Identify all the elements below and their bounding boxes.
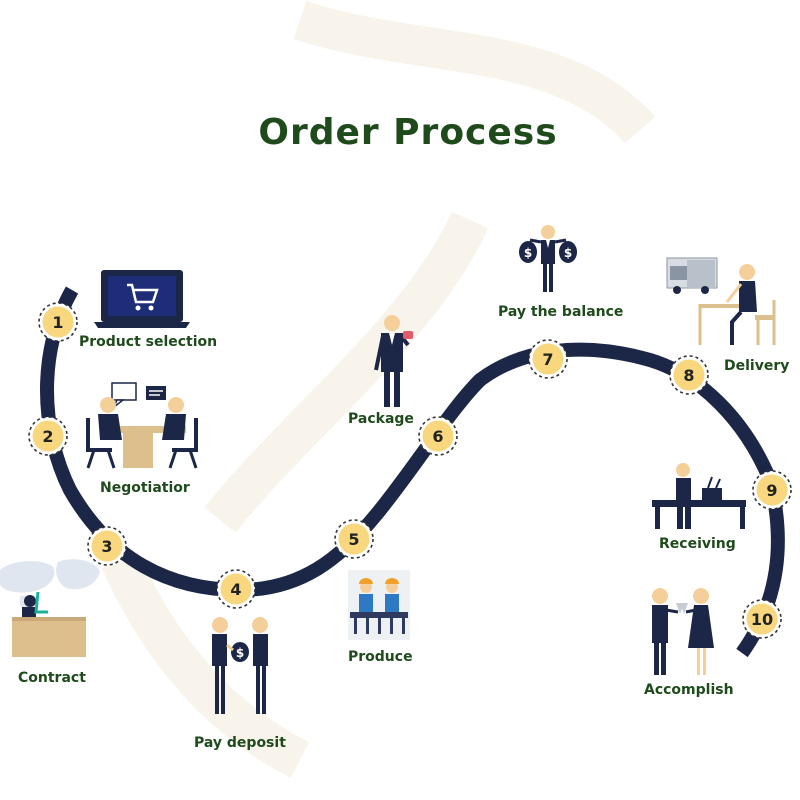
step-number-1: 1 bbox=[52, 313, 63, 332]
step-label-package: Package bbox=[348, 411, 414, 427]
laptop-cart-icon bbox=[94, 270, 190, 328]
step-number-10: 10 bbox=[751, 610, 773, 629]
celebration-icon bbox=[652, 588, 714, 675]
step-number-2: 2 bbox=[42, 427, 53, 446]
step-badge-5: 5 bbox=[334, 519, 374, 559]
step-badge-8: 8 bbox=[669, 355, 709, 395]
svg-text:$: $ bbox=[524, 246, 532, 260]
step-label-product-selection: Product selection bbox=[79, 334, 218, 350]
receiving-desk-icon bbox=[652, 463, 746, 529]
title: Order Process bbox=[258, 112, 558, 153]
money-bags-icon: $ $ bbox=[519, 225, 577, 292]
step-label-receiving: Receiving bbox=[659, 536, 736, 552]
step-badge-7: 7 bbox=[528, 339, 568, 379]
step-number-8: 8 bbox=[683, 366, 694, 385]
step-label-accomplish: Accomplish bbox=[644, 682, 734, 698]
step-badge-3: 3 bbox=[87, 526, 127, 566]
step-badges: 1 2 3 4 5 6 7 8 9 10 bbox=[28, 302, 792, 639]
step-number-9: 9 bbox=[766, 481, 777, 500]
desk-world-map-icon bbox=[0, 559, 100, 657]
step-label-contract: Contract bbox=[18, 670, 86, 686]
money-handover-icon: $ bbox=[212, 617, 268, 714]
step-label-produce: Produce bbox=[348, 649, 413, 665]
businessman-icon bbox=[374, 315, 413, 407]
step-badge-4: 4 bbox=[216, 569, 256, 609]
step-badge-6: 6 bbox=[418, 416, 458, 456]
truck-icon bbox=[666, 257, 776, 345]
step-label-pay-balance: Pay the balance bbox=[498, 304, 624, 320]
step-number-4: 4 bbox=[230, 580, 241, 599]
step-number-7: 7 bbox=[542, 350, 553, 369]
factory-workers-icon bbox=[348, 570, 410, 640]
step-label-delivery: Delivery bbox=[724, 358, 790, 374]
step-badge-2: 2 bbox=[28, 416, 68, 456]
background-watermark bbox=[101, 0, 655, 778]
step-badge-1: 1 bbox=[38, 302, 78, 342]
step-number-3: 3 bbox=[101, 537, 112, 556]
svg-text:$: $ bbox=[564, 246, 572, 260]
svg-text:$: $ bbox=[236, 646, 244, 660]
step-label-pay-deposit: Pay deposit bbox=[194, 735, 286, 751]
step-label-negotiation: Negotiatior bbox=[100, 480, 190, 496]
step-badge-10: 10 bbox=[742, 599, 782, 639]
step-number-5: 5 bbox=[348, 530, 359, 549]
step-number-6: 6 bbox=[432, 427, 443, 446]
step-badge-9: 9 bbox=[752, 470, 792, 510]
meeting-icon bbox=[86, 382, 198, 469]
